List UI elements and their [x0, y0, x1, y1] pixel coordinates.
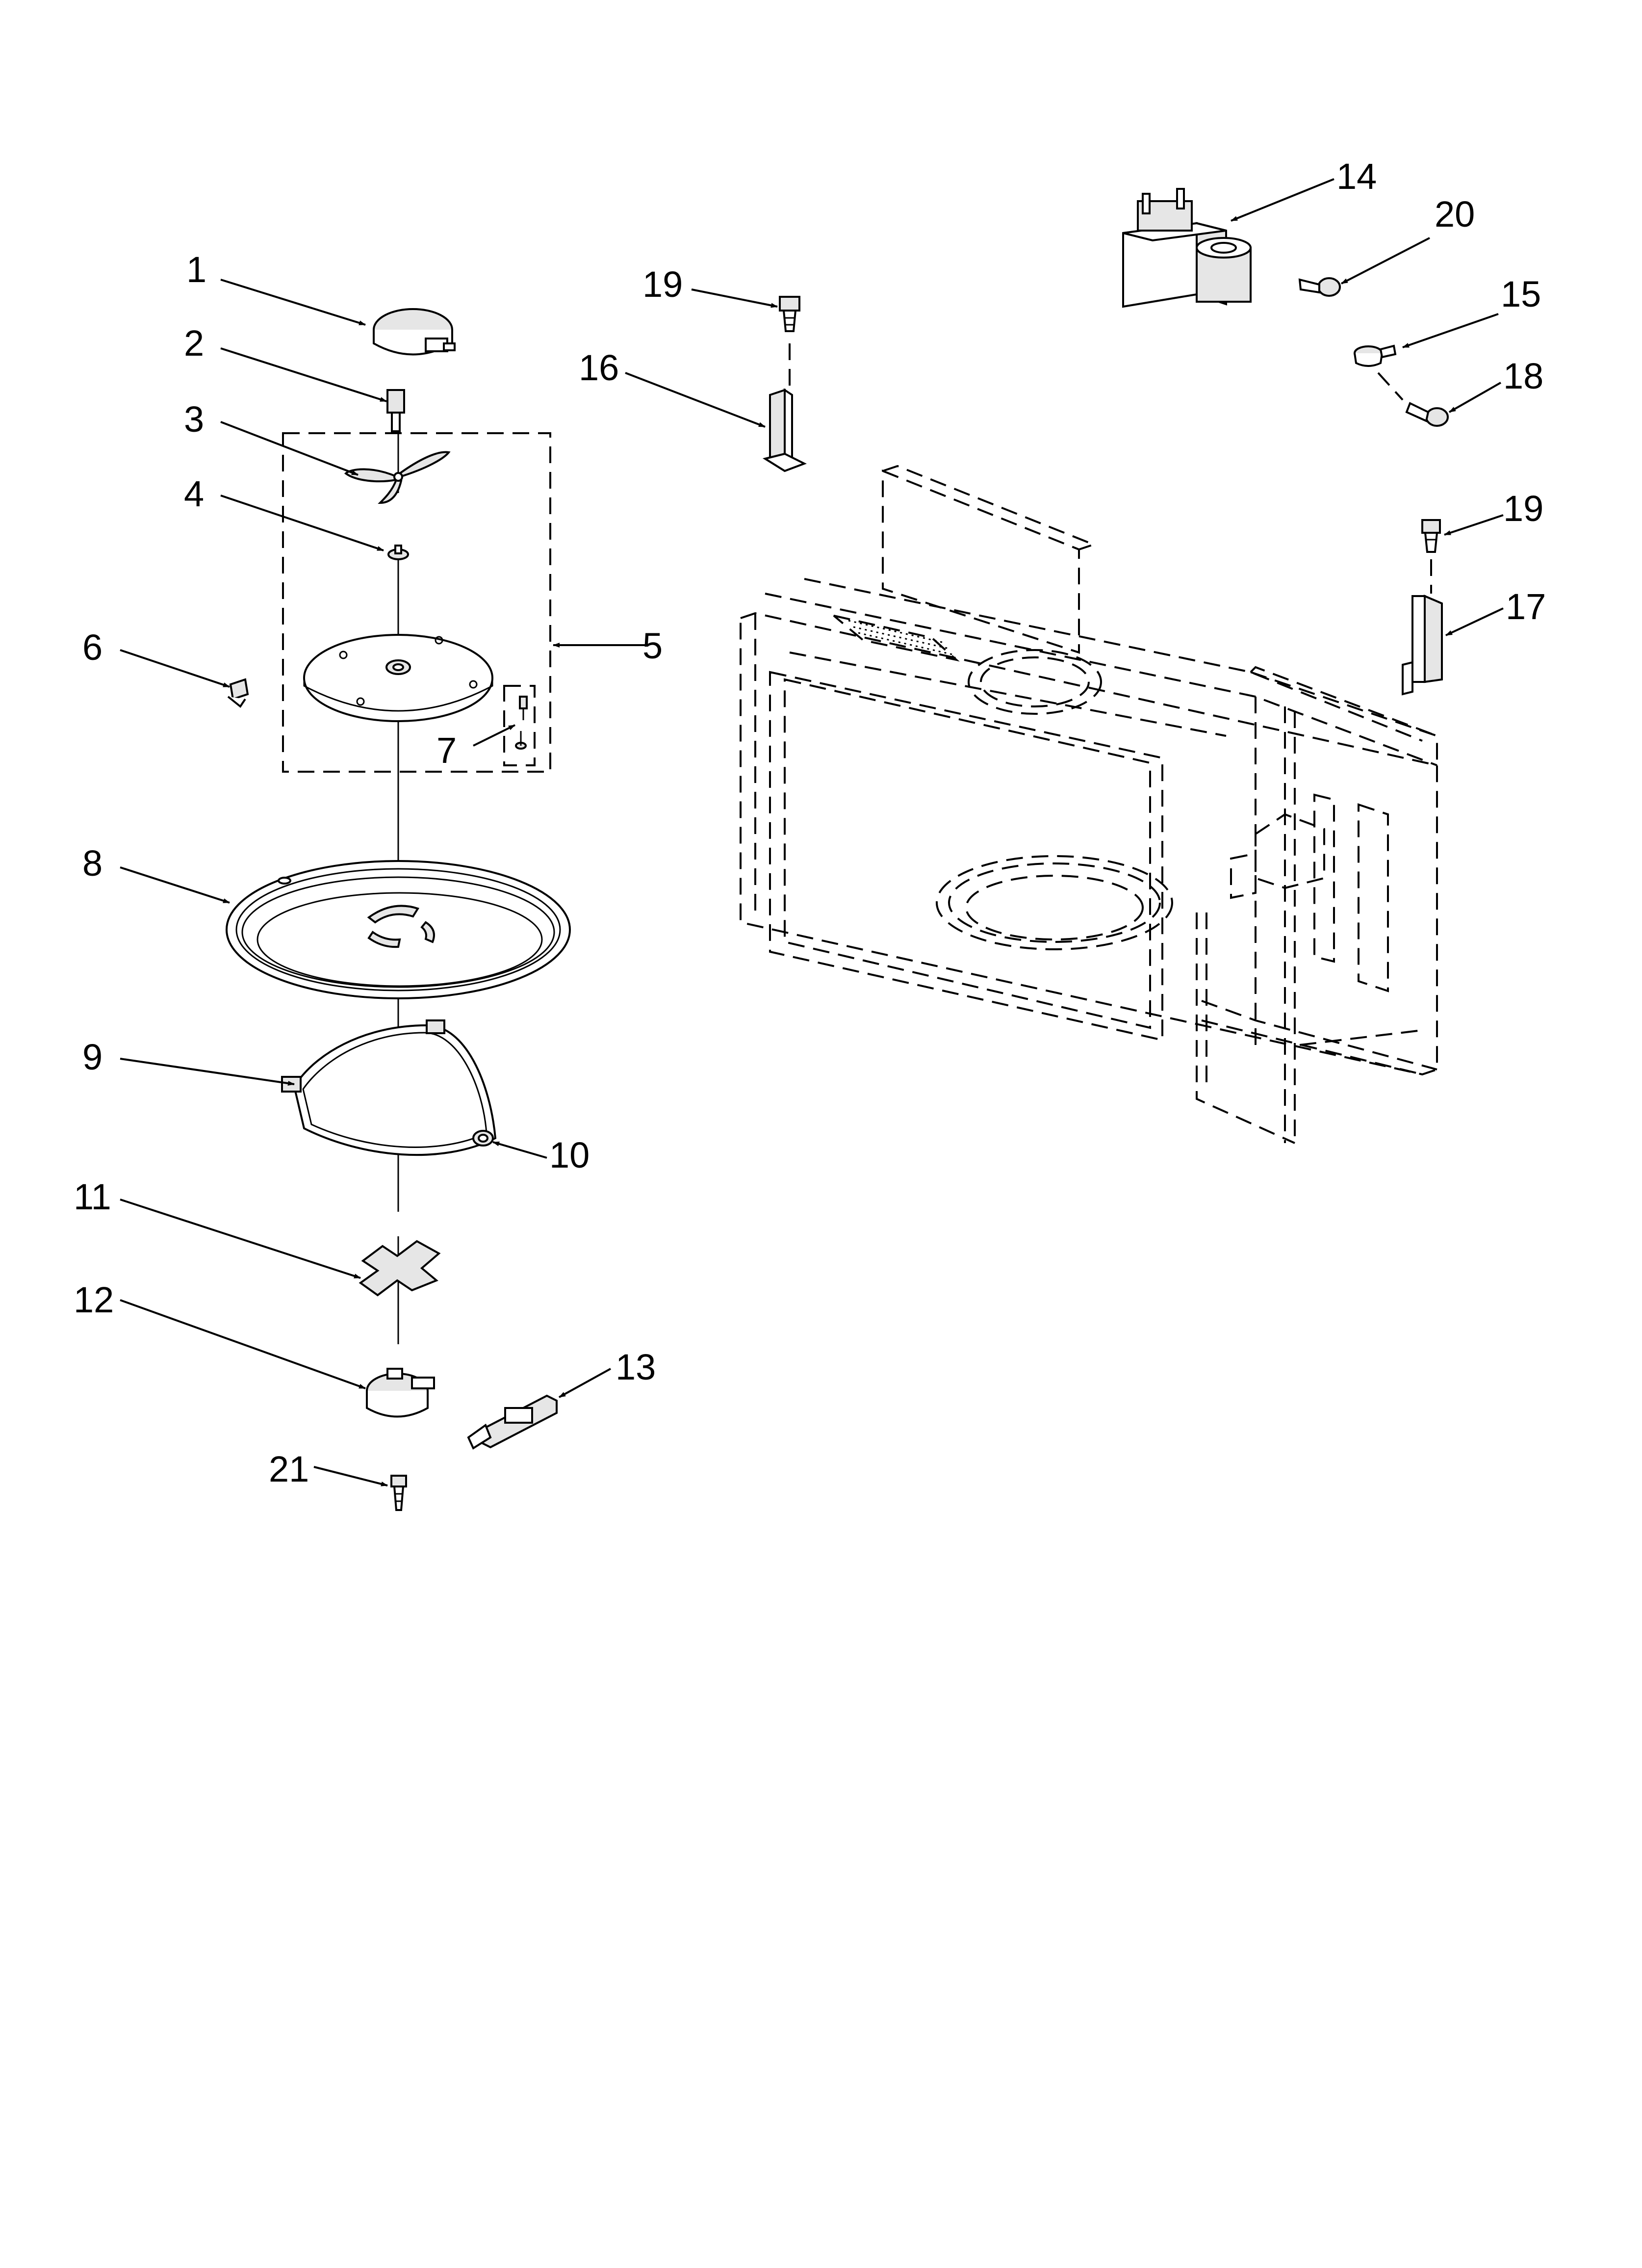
callout-18: 18	[1503, 356, 1543, 396]
callout-8: 8	[82, 843, 103, 884]
part-18-axis	[1377, 372, 1404, 401]
callout-4: 4	[184, 473, 204, 514]
part-18-screw[interactable]	[1405, 402, 1449, 427]
callout-3: 3	[184, 399, 204, 440]
callout-9: 9	[82, 1037, 103, 1077]
part-7-kit-box	[503, 685, 536, 766]
part-7-screws[interactable]	[515, 696, 528, 750]
part-6-clip[interactable]	[227, 678, 249, 708]
part-2-coupler[interactable]	[386, 389, 405, 432]
callout-20: 20	[1435, 194, 1475, 235]
part-14-transformer[interactable]	[1122, 188, 1252, 308]
part-4-washer[interactable]	[387, 545, 409, 560]
part-9-roller-ring[interactable]	[281, 1019, 497, 1156]
callout-5: 5	[642, 626, 663, 666]
callout-2: 2	[184, 323, 204, 364]
part-16-bracket[interactable]	[762, 388, 807, 472]
part-19-screw-right[interactable]	[1421, 519, 1441, 553]
part-8-glass-tray[interactable]	[226, 860, 571, 999]
part-12-turntable-motor[interactable]	[366, 1368, 435, 1418]
microwave-cavity-phantom	[740, 465, 1438, 1144]
callout-13: 13	[616, 1347, 656, 1387]
part-17-bracket[interactable]	[1402, 594, 1443, 696]
part-5-kit-box	[282, 432, 551, 773]
callout-15: 15	[1501, 274, 1541, 314]
leader-lines	[120, 178, 1504, 1486]
part-5-stirrer-cover-plate[interactable]	[303, 634, 493, 722]
callout-14: 14	[1336, 156, 1377, 197]
callout-19-upper: 19	[642, 264, 683, 305]
callout-7: 7	[436, 730, 457, 771]
part-10-roller-wheel[interactable]	[472, 1130, 494, 1147]
part-11-coupling[interactable]	[359, 1240, 441, 1297]
callout-19-right: 19	[1503, 488, 1543, 529]
callout-21: 21	[269, 1449, 309, 1489]
part-3-stirrer-blade[interactable]	[344, 451, 451, 504]
callout-17: 17	[1506, 586, 1546, 627]
callout-1: 1	[186, 249, 206, 290]
part-19-screw-upper[interactable]	[779, 296, 800, 332]
callout-6: 6	[82, 627, 103, 668]
part-1-stirrer-motor[interactable]	[373, 308, 456, 356]
part-20-screw[interactable]	[1298, 277, 1341, 297]
callout-12: 12	[74, 1279, 114, 1320]
callout-16: 16	[579, 347, 619, 388]
callout-10: 10	[549, 1135, 590, 1175]
part-13-switch-bracket[interactable]	[467, 1394, 558, 1450]
callout-11: 11	[74, 1176, 111, 1217]
part-15-thermostat[interactable]	[1354, 344, 1397, 367]
part-21-screw[interactable]	[390, 1475, 407, 1511]
